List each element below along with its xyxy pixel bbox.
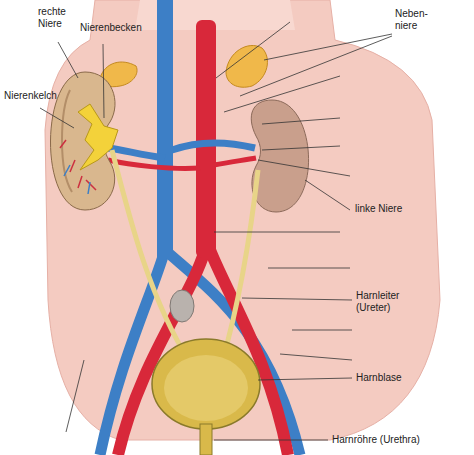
part-label: Harnleiter (Ureter) xyxy=(356,290,420,314)
part-label: Nierenkelch xyxy=(4,90,66,102)
part-label: Harnröhre (Urethra) xyxy=(332,434,442,446)
part-label: Neben- niere xyxy=(395,8,437,32)
part-label: rechte Niere xyxy=(38,6,78,30)
part-label: linke Niere xyxy=(355,203,425,215)
part-label: Harnblase xyxy=(356,372,416,384)
part-label: Nierenbecken xyxy=(80,22,150,34)
